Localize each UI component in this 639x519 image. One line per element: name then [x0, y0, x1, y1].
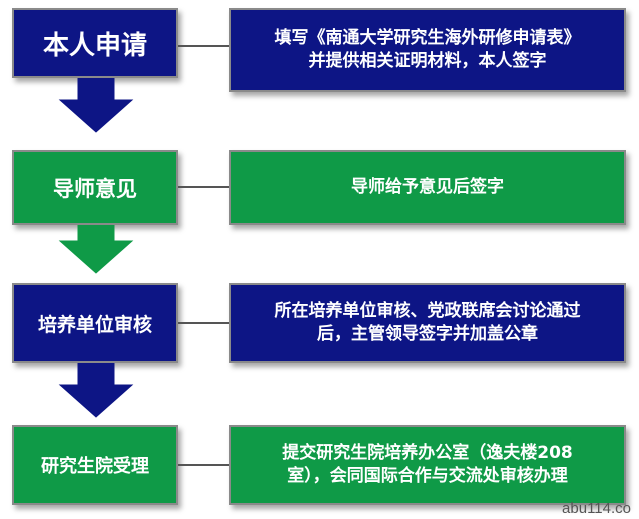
step-desc-apply: 填写《南通大学研究生海外研修申请表》 并提供相关证明材料，本人签字 [229, 8, 626, 92]
step-desc-apply-line2: 并提供相关证明材料，本人签字 [308, 51, 547, 71]
down-arrow-2-icon [58, 225, 134, 274]
step-box-graduate-school: 研究生院受理 [12, 425, 178, 505]
step-title-unit-review: 培养单位审核 [37, 313, 152, 336]
down-arrow-3-icon [58, 363, 134, 418]
step-desc-apply-line1: 填写《南通大学研究生海外研修申请表》 [274, 28, 581, 49]
step-title-graduate-school: 研究生院受理 [41, 456, 149, 477]
connector-line-4 [178, 464, 229, 466]
step-box-unit-review: 培养单位审核 [12, 283, 178, 363]
watermark: abu114.co [562, 500, 631, 517]
step-desc-advisor-line1: 导师给予意见后签字 [351, 177, 504, 198]
connector-line-3 [178, 322, 229, 324]
step-title-apply: 本人申请 [42, 30, 147, 61]
step-desc-graduate-school: 提交研究生院培养办公室（逸夫楼208 室），会同国际合作与交流处审核办理 [229, 425, 626, 505]
step-desc-graduate-school-line1: 提交研究生院培养办公室（逸夫楼208 [282, 443, 573, 464]
step-desc-graduate-school-line2: 室），会同国际合作与交流处审核办理 [287, 466, 568, 486]
connector-line-1 [178, 45, 229, 47]
step-box-apply: 本人申请 [12, 8, 178, 78]
step-desc-unit-review-line2: 后，主管领导签字并加盖公章 [317, 324, 538, 344]
step-desc-unit-review-line1: 所在培养单位审核、党政联席会讨论通过 [274, 301, 581, 322]
step-box-advisor: 导师意见 [12, 150, 178, 225]
step-desc-advisor: 导师给予意见后签字 [229, 150, 626, 225]
down-arrow-1-icon [58, 78, 134, 133]
step-title-advisor: 导师意见 [53, 176, 137, 201]
connector-line-2 [178, 186, 229, 188]
step-desc-unit-review: 所在培养单位审核、党政联席会讨论通过 后，主管领导签字并加盖公章 [229, 283, 626, 363]
